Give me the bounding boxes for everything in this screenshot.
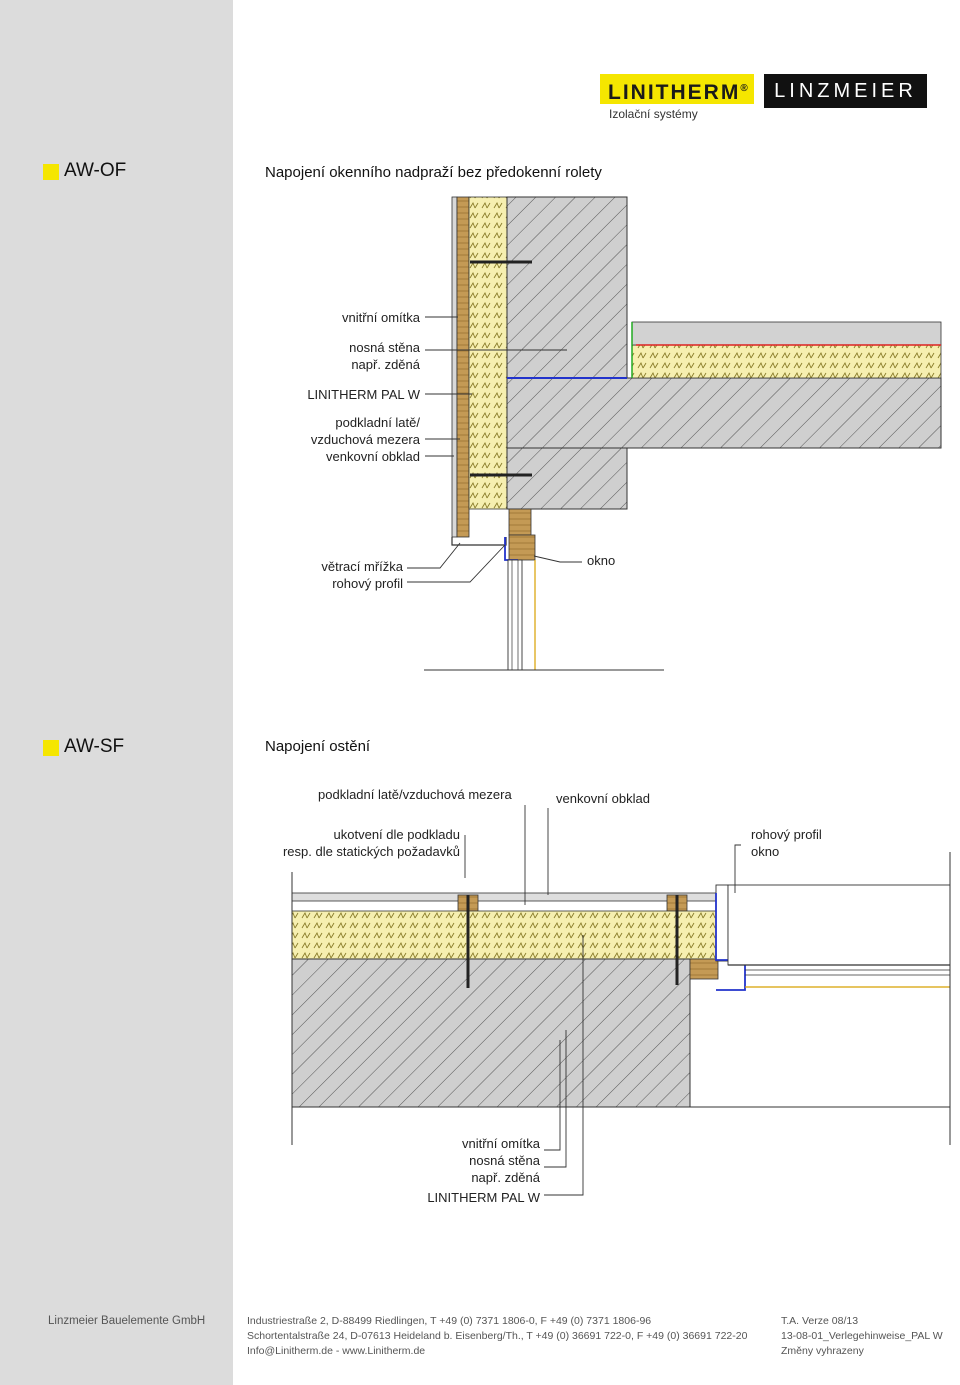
linzmeier-logo: LINZMEIER (764, 74, 927, 108)
section1-code: AW-OF (64, 160, 127, 181)
left-sidebar (0, 0, 233, 1385)
label-vent-grille: větrací mřížka (321, 559, 403, 574)
footer-company: Linzmeier Bauelemente GmbH (48, 1315, 206, 1327)
logo-tagline: Izolační systémy (609, 107, 698, 121)
floor-screed (631, 321, 942, 346)
label-corner-profile: rohový profil (751, 827, 822, 842)
footer-doc-id: 13-08-01_Verlegehinweise_PAL W (781, 1330, 943, 1342)
label-inner-plaster: vnitřní omítka (461, 1136, 540, 1151)
label-cladding: venkovní obklad (326, 449, 420, 464)
label-bearing-wall: nosná stěna (349, 340, 420, 355)
detail-aw-sf (291, 805, 951, 1196)
footer-contact: Info@Linitherm.de - www.Linitherm.de (247, 1345, 426, 1357)
label-cladding: venkovní obklad (556, 791, 650, 806)
footer-version: T.A. Verze 08/13 (781, 1315, 859, 1327)
label-insulation: LINITHERM PAL W (307, 387, 420, 402)
section2-code: AW-SF (64, 736, 125, 757)
floor-insulation (631, 344, 942, 379)
bearing-wall (291, 958, 691, 1108)
insulation-layer (291, 910, 717, 960)
section-marker-icon (43, 740, 59, 756)
linitherm-logo: LINITHERM® (600, 74, 754, 104)
label-anchoring: ukotvení dle podkladu (333, 827, 460, 842)
label-bearing-wall-note: např. zděná (351, 357, 420, 372)
window-glazing (507, 559, 523, 671)
label-anchoring-note: resp. dle statických požadavků (282, 844, 460, 859)
label-window: okno (751, 844, 780, 859)
ceiling-slab (506, 377, 942, 449)
insulation-layer (468, 196, 508, 510)
label-battens: podkladní latě/ (335, 415, 420, 430)
footer-address-2: Schortentalstraße 24, D-07613 Heideland … (247, 1330, 748, 1342)
label-air-gap: vzduchová mezera (310, 432, 420, 447)
section-marker-icon (43, 164, 59, 180)
detail-aw-of (407, 196, 942, 671)
label-inner-plaster: vnitřní omítka (341, 310, 420, 325)
section1-title: Napojení okenního nadpraží bez předokenn… (265, 164, 602, 181)
window-frame (727, 884, 951, 966)
batten (456, 196, 470, 538)
label-bearing-wall-note: např. zděná (471, 1170, 540, 1185)
footer-changes: Změny vyhrazeny (781, 1345, 864, 1357)
cladding-board (451, 196, 458, 538)
lintel (506, 447, 628, 510)
footer-address-1: Industriestraße 2, D-88499 Riedlingen, T… (247, 1315, 652, 1327)
cladding-board (291, 892, 721, 902)
label-window: okno (587, 553, 616, 568)
label-bearing-wall: nosná stěna (469, 1153, 540, 1168)
label-insulation: LINITHERM PAL W (427, 1190, 540, 1205)
label-corner-profile: rohový profil (332, 576, 403, 591)
section2-title: Napojení ostění (265, 738, 371, 755)
label-battens: podkladní latě/vzduchová mezera (318, 787, 512, 802)
